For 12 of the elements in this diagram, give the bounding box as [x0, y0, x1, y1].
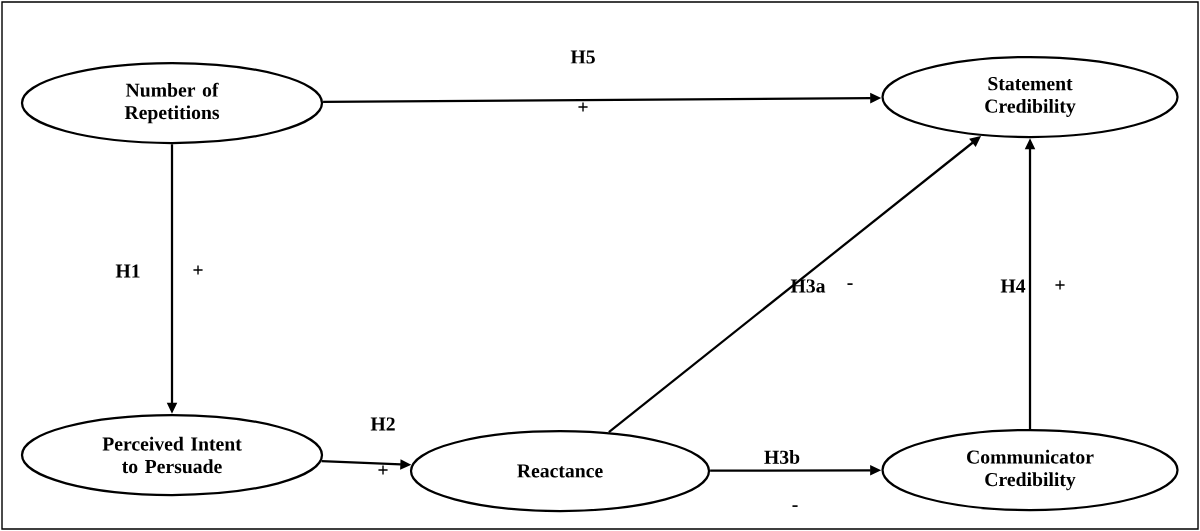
sign-label: - [792, 505, 798, 507]
sign-label: + [193, 265, 203, 275]
sign-label: + [578, 102, 588, 112]
edge-label: H4 [1000, 279, 1026, 293]
sign-label: - [847, 283, 853, 285]
edge-label: H2 [370, 417, 395, 431]
sign-label: + [378, 465, 388, 475]
edge-label: H5 [570, 50, 595, 64]
edge-label: H1 [115, 264, 140, 278]
sign-label: + [1055, 280, 1065, 290]
edge-label: H3b [764, 450, 800, 464]
edge-label: H3a [790, 279, 826, 293]
